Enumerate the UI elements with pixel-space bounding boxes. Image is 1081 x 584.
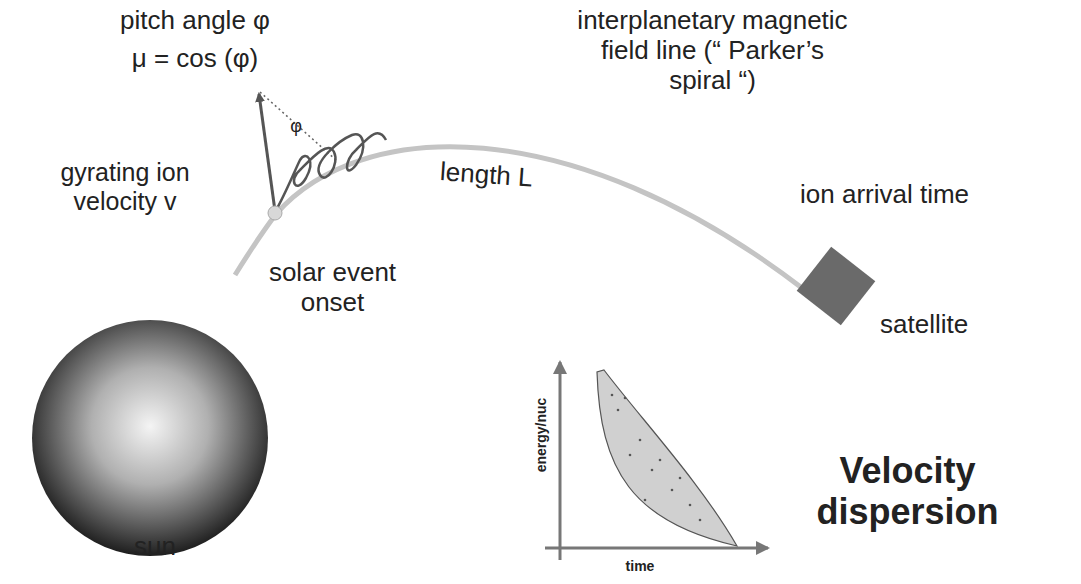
satellite-label: satellite xyxy=(880,310,1040,340)
formula-label: μ = cos (φ) xyxy=(95,44,295,74)
ion-dot xyxy=(268,206,282,220)
pitch-angle-label: pitch angle φ xyxy=(95,6,295,36)
arrival-label: ion arrival time xyxy=(800,180,1040,210)
x-axis xyxy=(545,547,768,550)
data-points xyxy=(611,394,702,522)
angle-symbol: φ xyxy=(284,116,308,137)
ion-velocity-label: gyrating ion velocity v xyxy=(40,158,210,216)
event-label: solar event onset xyxy=(250,258,415,318)
dispersion-band xyxy=(597,370,737,546)
axis-title: time xyxy=(610,558,670,574)
axis-title: energy/nuc xyxy=(533,380,551,490)
title-label: Velocity dispersion xyxy=(800,450,1015,533)
field-line-label: interplanetary magnetic field line (“ Pa… xyxy=(570,6,855,96)
velocity-arrow xyxy=(259,94,275,211)
y-axis xyxy=(559,362,562,560)
sun-disc xyxy=(32,320,268,556)
satellite-body xyxy=(797,247,876,326)
helix-path xyxy=(275,133,386,212)
sun-label: sun xyxy=(110,532,200,562)
